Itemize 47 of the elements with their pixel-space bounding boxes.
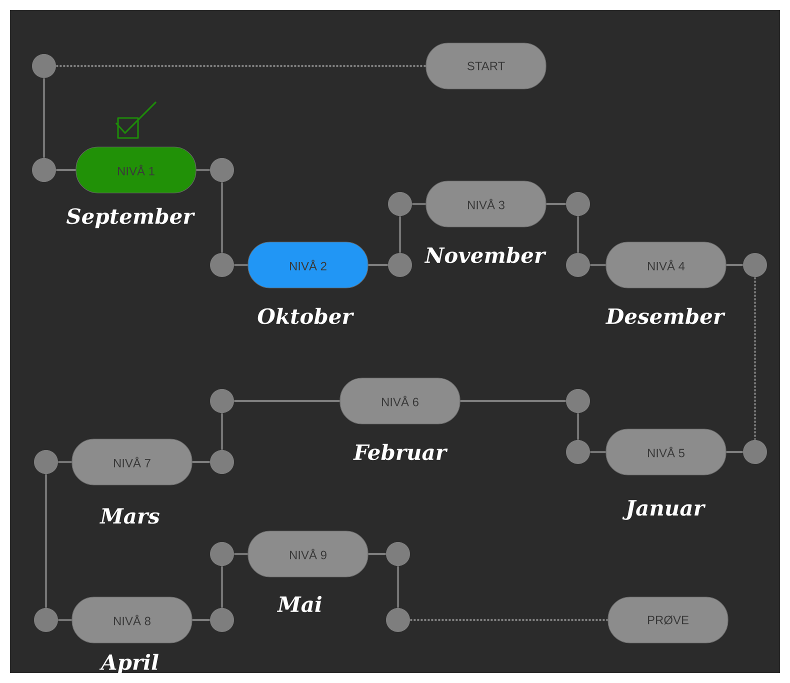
junction-dot (566, 440, 590, 464)
month-label: Desember (605, 308, 726, 324)
level-pill: NIVÅ 6 (340, 378, 460, 424)
junction-dot (210, 158, 234, 182)
junction-dot (388, 253, 412, 277)
month-label: Mai (277, 596, 322, 612)
junction-dot (566, 389, 590, 413)
junction-dot (32, 54, 56, 78)
connector-line (460, 400, 566, 402)
level-pill: NIVÅ 7 (72, 438, 192, 486)
level-pill: NIVÅ 2 (248, 242, 368, 288)
junction-dot (210, 389, 234, 413)
level-pill: NIVÅ 4 (606, 242, 726, 288)
connector-line (754, 276, 756, 440)
connector-line (234, 400, 340, 402)
month-label: Februar (353, 444, 448, 460)
junction-dot (32, 158, 56, 182)
junction-dot (388, 192, 412, 216)
level-pill: NIVÅ 8 (72, 596, 192, 644)
connector-line (234, 264, 248, 266)
junction-dot (210, 450, 234, 474)
junction-dot (34, 450, 58, 474)
junction-dot (386, 542, 410, 566)
junction-dot (34, 608, 58, 632)
junction-dot (210, 608, 234, 632)
junction-dot (743, 253, 767, 277)
month-label: September (66, 208, 196, 228)
level-pill: START (426, 42, 546, 90)
connector-line (726, 264, 744, 266)
level-pill: NIVÅ 3 (426, 180, 546, 228)
connector-line (368, 264, 388, 266)
month-label: Januar (622, 500, 706, 520)
junction-dot (210, 542, 234, 566)
level-pill: NIVÅ 1 (76, 146, 196, 194)
level-pill: PRØVE (608, 596, 728, 644)
junction-dot (566, 253, 590, 277)
level-pill: NIVÅ 5 (606, 428, 726, 476)
level-pill: NIVÅ 9 (248, 530, 368, 578)
month-label: April (99, 654, 158, 674)
junction-dot (566, 192, 590, 216)
junction-dot (210, 253, 234, 277)
month-label: Oktober (258, 308, 354, 324)
month-label: November (424, 246, 546, 264)
month-label: Mars (100, 508, 160, 524)
connector-line (590, 264, 606, 266)
junction-dot (743, 440, 767, 464)
junction-dot (386, 608, 410, 632)
